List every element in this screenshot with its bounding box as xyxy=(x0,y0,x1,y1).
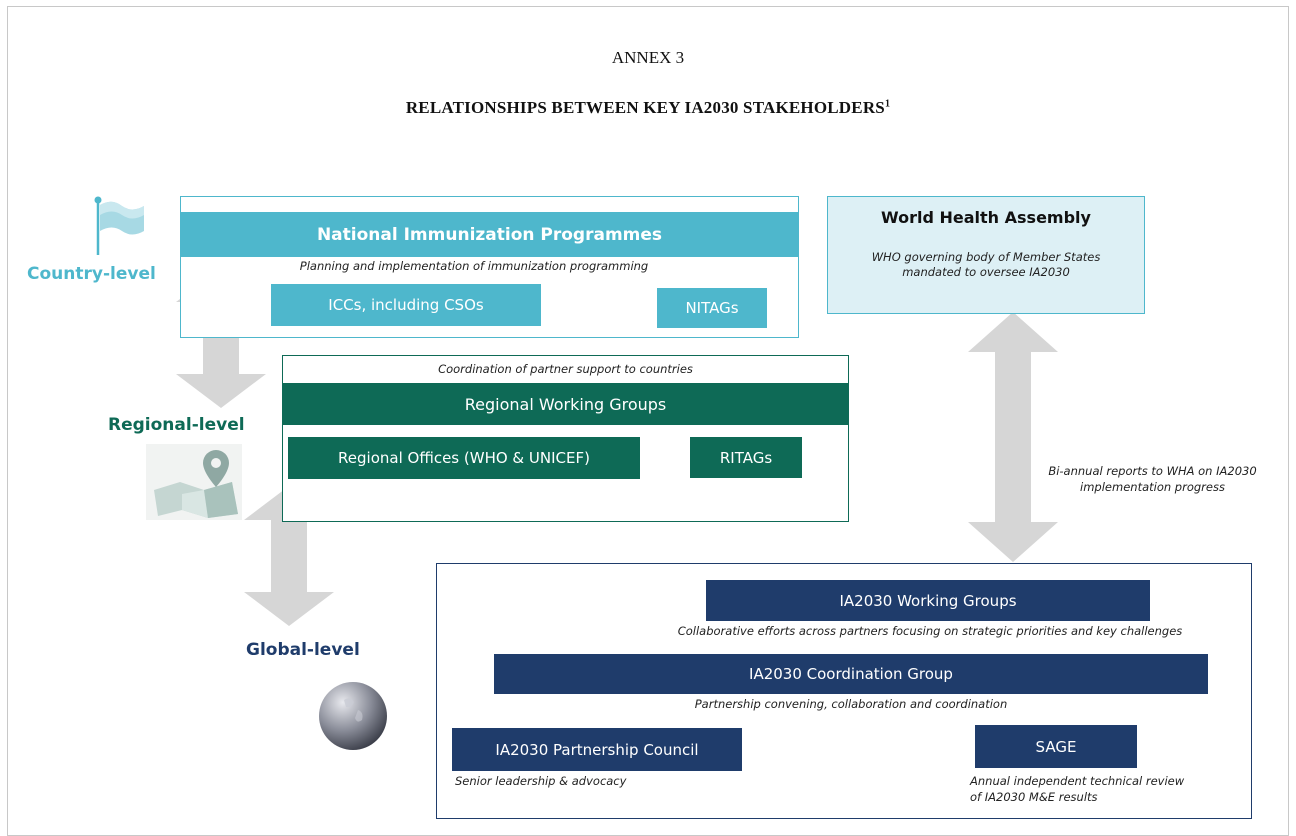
wha-description: WHO governing body of Member States mand… xyxy=(871,250,1101,279)
globe-icon xyxy=(319,682,387,750)
flag-icon xyxy=(94,196,144,255)
regional-working-groups-header: Regional Working Groups xyxy=(282,383,849,425)
ia2030-working-groups-box: IA2030 Working Groups xyxy=(706,580,1150,621)
wha-box xyxy=(827,196,1145,314)
sage-description: Annual independent technical review of I… xyxy=(970,774,1185,804)
national-immunization-programmes-header: National Immunization Programmes xyxy=(181,212,798,257)
page-title-text: RELATIONSHIPS BETWEEN KEY IA2030 STAKEHO… xyxy=(405,98,885,117)
country-level-label: Country-level xyxy=(27,264,156,284)
country-subtitle: Planning and implementation of immunizat… xyxy=(299,259,649,273)
iccs-box: ICCs, including CSOs xyxy=(271,284,541,326)
bi-annual-reports-text: Bi-annual reports to WHA on IA2030 imple… xyxy=(1048,464,1257,494)
regional-level-label: Regional-level xyxy=(108,415,245,435)
ritags-box: RITAGs xyxy=(690,437,802,478)
wha-global-arrow xyxy=(968,312,1058,562)
coordination-group-description: Partnership convening, collaboration and… xyxy=(694,697,1008,711)
working-groups-description: Collaborative efforts across partners fo… xyxy=(677,624,1183,638)
ia2030-partnership-council-box: IA2030 Partnership Council xyxy=(452,728,742,771)
global-level-label: Global-level xyxy=(246,640,360,660)
annex-label: ANNEX 3 xyxy=(611,48,685,67)
regional-offices-box: Regional Offices (WHO & UNICEF) xyxy=(288,437,640,479)
country-regional-arrow xyxy=(176,268,266,408)
title-footnote: 1 xyxy=(884,98,891,110)
partnership-council-description: Senior leadership & advocacy xyxy=(455,774,627,788)
sage-box: SAGE xyxy=(975,725,1137,768)
map-pin-icon xyxy=(146,444,242,520)
nitags-box: NITAGs xyxy=(657,288,767,328)
page-title: RELATIONSHIPS BETWEEN KEY IA2030 STAKEHO… xyxy=(0,98,1296,118)
regional-subtitle: Coordination of partner support to count… xyxy=(438,362,693,376)
ia2030-coordination-group-box: IA2030 Coordination Group xyxy=(494,654,1208,694)
wha-title: World Health Assembly xyxy=(881,208,1091,227)
regional-global-arrow xyxy=(244,486,334,626)
